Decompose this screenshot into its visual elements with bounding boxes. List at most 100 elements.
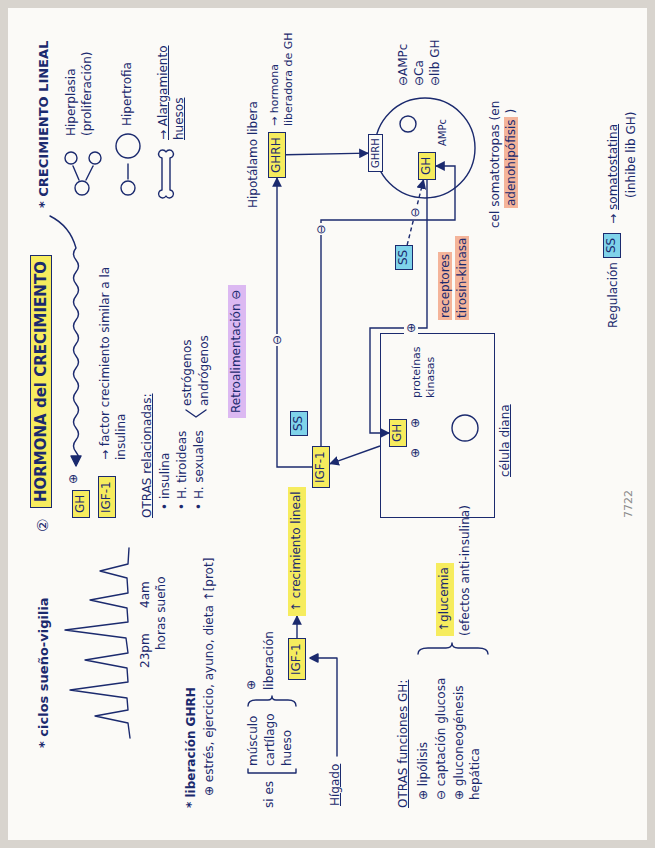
label-box: ↑glucemia [436,563,454,636]
note-text: Regulación [606,262,620,328]
node-text: SS [604,238,620,253]
label-box: Retroalimentación ⊖ [228,285,246,418]
note-text: (inhibe lib GH) [624,112,638,198]
node-text: GH [73,495,89,513]
label-row: 23pm [138,633,154,668]
note-text: ⊕ [408,448,422,458]
connector-arrow [407,180,423,245]
label-row: ⊕ estrés, ejercicio, ayuno, dieta ↑[prot… [202,526,218,796]
note-text: cel somatotropas (en [488,101,502,228]
note-text: ⊖Ca [412,60,426,86]
edge-label: ⊖ [408,206,422,218]
note-text: OTRAS funciones GH: [396,680,410,808]
label-row: Hiperplasia [64,68,80,136]
note-text: (efectos anti-insulina) [458,505,472,636]
sleep-pulse-curve [65,548,130,738]
note-text: ⊕ [244,680,258,690]
edge-label: ⊖ [270,334,284,346]
label-box: IGF-1 [288,638,306,680]
note-text: si es [262,781,276,808]
bracket [248,769,296,773]
note-text: → factor crecimiento similar a la insuli… [98,267,128,460]
label-row: • H. sexuales [192,430,208,510]
label-row: hueso [280,730,296,766]
note-text: ⊕ gluconeogénesis hepática [452,685,482,800]
label-row: Hipotálamo libera [246,101,262,208]
arrow-line [127,164,128,179]
title: HORMONA del CRECIMIENTO [30,255,52,508]
node-text: ↑glucemia [437,567,453,632]
note-text: Hipotálamo libera [246,101,260,208]
somatotrope-cell [375,98,475,198]
note-text: • insulina [158,453,172,510]
label-row: andrógenos [197,335,213,406]
note-text: ⊕ [66,474,80,484]
edge-label: ⊖ [314,223,328,235]
label-row: Hígado [328,764,344,806]
note-text: somatostatina [606,124,620,210]
label-box: SS [395,245,413,270]
label-box: GH [72,490,90,518]
label-box: SS [603,233,621,258]
note-text: ⊕ lipólisis [416,742,430,800]
node-text: SS [396,250,412,265]
note-text: músculo [246,716,260,766]
label-row: ⊖AMPc [396,44,412,86]
arrow-line [86,166,93,180]
label-row: OTRAS relacionadas: [140,393,156,518]
note-text: AMPc [437,119,448,146]
label-row: • H. tiroideas [175,431,191,510]
note-text: * ciclos sueño-vigilia [36,597,51,748]
arrow-head [310,654,318,662]
node-text: IGF-1 [99,481,115,513]
cell-symbol [89,152,101,164]
label-row: ⊕ [244,680,260,690]
note-text: 4am [138,581,152,608]
cell-symbol [75,181,89,195]
note-text: receptores [438,252,452,320]
arrow-head [71,456,81,466]
sheet [8,8,647,840]
connector-arrow [330,446,380,464]
cell-symbol [116,134,140,158]
note-text: → hormona liberadora de GH [268,32,295,126]
note-text: andrógenos [197,335,211,406]
label-box: ↑ crecimiento lineal [288,487,306,616]
note-text: → [606,214,620,224]
edge-label: ⊕ [404,322,418,334]
note-text: 23pm [138,633,152,668]
node-text: GH [419,157,435,175]
label-row: ⊖Ca [412,60,428,86]
note-text: tirosin-kinasa [455,236,469,320]
label-row: * liberación GHRH [184,687,200,808]
label-box: IGF-1 [312,446,330,488]
label-row: ⊕ [408,448,424,458]
target-cell-box: célula dianaGH [380,333,495,518]
label-row: receptores [438,252,454,320]
label-box: IGF-1 [98,476,116,518]
node-text: GH [390,424,406,442]
note-text: ② [34,519,52,532]
label-row: • insulina [158,453,174,510]
note-text: ⊖AMPc [396,44,410,86]
label-row: ② [34,519,54,532]
label-box: GH [389,419,407,447]
arrow-line [73,166,79,180]
bracket [186,410,206,417]
leader-line [316,658,337,756]
label-row: Hipertrofia [120,62,136,126]
label-row: ⊕ [408,418,424,428]
label-row: ⊕ [66,474,82,484]
label-row: músculo [246,716,262,766]
node-text: SS [291,416,307,431]
note-text: ⊕ estrés, ejercicio, ayuno, dieta ↑[prot… [202,558,216,796]
note-text: cartílago [263,713,277,766]
node-text: IGF-1 [289,643,305,675]
note-text: * CRECIMIENTO LINEAL [36,41,51,208]
label-row: cartílago [263,713,279,766]
node-text: Retroalimentación ⊖ [229,290,245,413]
note-text: ⊕ [408,418,422,428]
note-text: estrógenos [180,339,194,406]
wavy-arrow [50,216,79,464]
